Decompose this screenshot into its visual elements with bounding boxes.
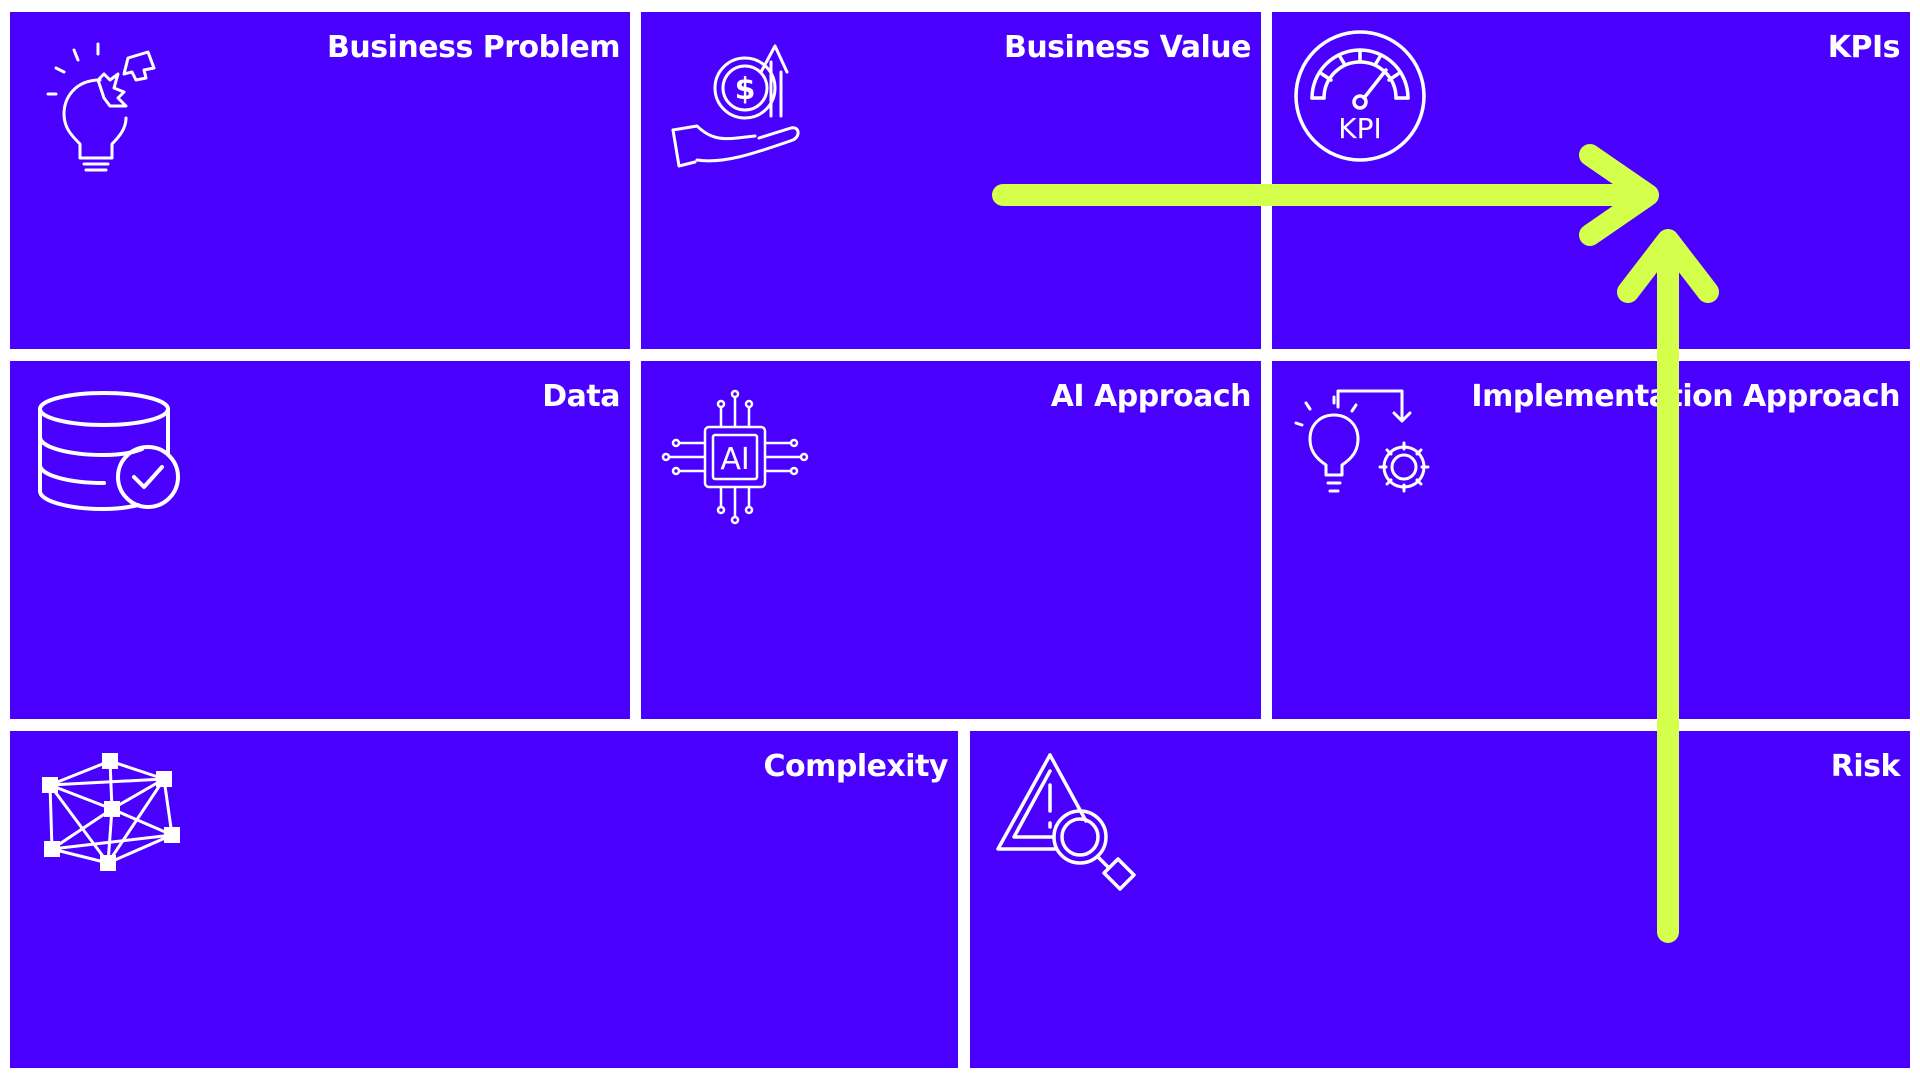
ai-chip-icon: AI — [661, 387, 813, 527]
cell-title: Data — [542, 379, 620, 414]
kpi-gauge-icon: KPI — [1290, 26, 1430, 166]
cell-implementation-approach: Implementation Approach — [1272, 361, 1910, 719]
lightbulb-puzzle-icon — [40, 40, 190, 180]
cell-risk: Risk — [970, 731, 1910, 1068]
cell-title: Complexity — [763, 749, 948, 784]
network-graph-icon — [38, 753, 188, 873]
cell-title: Implementation Approach — [1471, 379, 1900, 414]
cell-business-value: Business Value $ — [641, 12, 1261, 349]
cell-business-problem: Business Problem — [10, 12, 630, 349]
cell-title: KPIs — [1827, 30, 1901, 65]
svg-text:$: $ — [735, 72, 756, 107]
cell-title: Risk — [1830, 749, 1901, 784]
warning-magnifier-icon — [994, 749, 1144, 891]
cell-kpis: KPIs KPI — [1272, 12, 1910, 349]
cell-ai-approach: AI Approach AI — [641, 361, 1261, 719]
cell-title: Business Value — [1003, 30, 1252, 65]
database-check-icon — [38, 389, 188, 519]
svg-text:KPI: KPI — [1338, 112, 1382, 145]
cell-title: Business Problem — [327, 30, 620, 65]
cell-data: Data — [10, 361, 630, 719]
cell-title: AI Approach — [1050, 379, 1252, 414]
hand-dollar-growth-icon: $ — [663, 26, 813, 176]
idea-to-gear-icon — [1292, 387, 1442, 507]
cell-complexity: Complexity — [10, 731, 958, 1068]
svg-text:AI: AI — [720, 442, 749, 477]
